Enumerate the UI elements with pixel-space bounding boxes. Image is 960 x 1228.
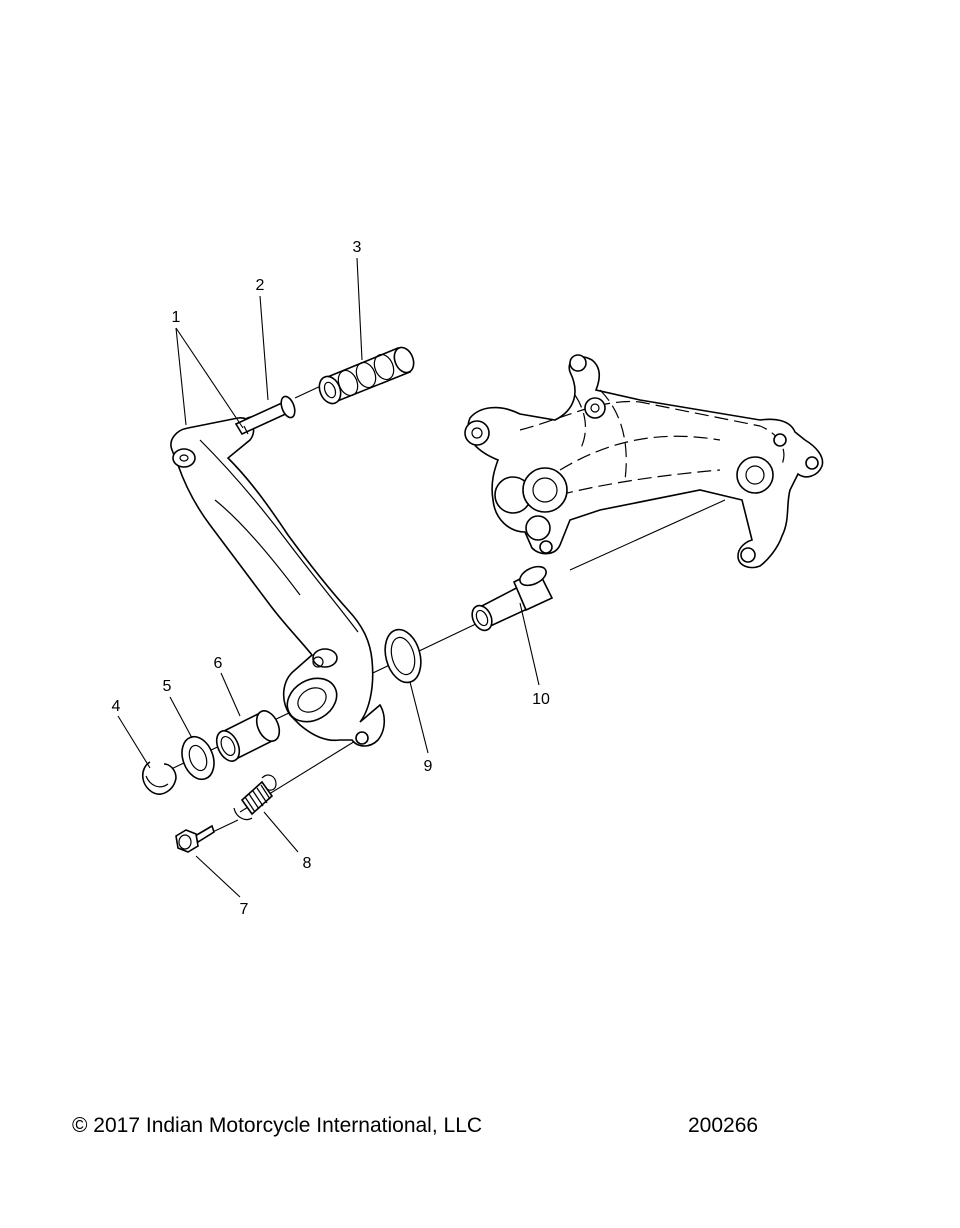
part-6-sleeve — [215, 710, 281, 762]
callout-5: 5 — [163, 678, 172, 695]
frame-bracket — [464, 354, 824, 569]
callout-7: 7 — [240, 901, 249, 918]
callout-2: 2 — [256, 277, 265, 294]
callout-3: 3 — [353, 239, 362, 256]
callout-10: 10 — [532, 691, 550, 708]
callout-4: 4 — [112, 698, 121, 715]
part-5-washer — [181, 735, 215, 781]
part-1-shift-lever — [170, 416, 386, 747]
part-3-peg-rubber — [318, 346, 415, 405]
callout-6: 6 — [214, 655, 223, 672]
leader-lines — [117, 257, 540, 898]
part-2-pin — [234, 395, 296, 436]
callout-numbers: 1 2 3 4 5 6 7 8 9 10 — [112, 239, 550, 918]
part-4-retaining-clip — [141, 761, 177, 795]
part-9-washer — [384, 628, 422, 684]
copyright-notice: © 2017 Indian Motorcycle International, … — [72, 1114, 483, 1137]
callout-8: 8 — [303, 855, 312, 872]
part-7-bolt — [175, 824, 215, 853]
part-10-bushing — [471, 565, 554, 632]
callout-9: 9 — [424, 758, 433, 775]
diagram-number: 200266 — [688, 1114, 759, 1137]
part-8-spring — [233, 774, 277, 821]
callout-1: 1 — [172, 309, 181, 326]
